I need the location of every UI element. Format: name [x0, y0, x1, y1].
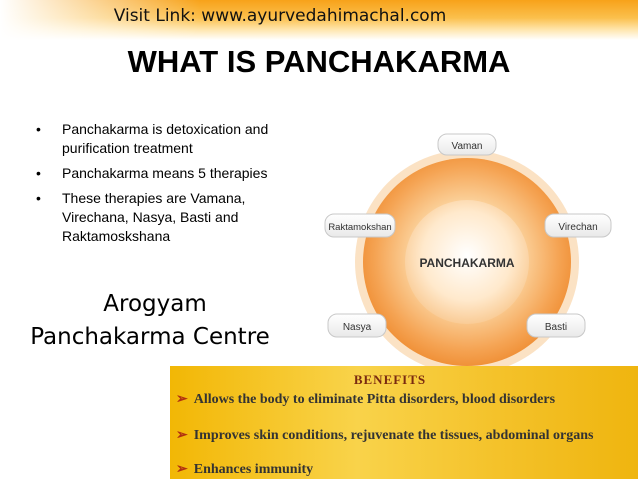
bullet-item: • These therapies are Vamana, Virechana,…: [34, 189, 314, 246]
benefit-text: Allows the body to eliminate Pitta disor…: [193, 392, 556, 407]
top-banner-fade: [0, 0, 200, 40]
inner-disc: [405, 200, 529, 324]
benefit-text: Enhances immunity: [193, 462, 314, 477]
bullet-text: Panchakarma is detoxication and purifica…: [62, 121, 269, 156]
centre-name-line1: Arogyam: [103, 291, 207, 317]
therapy-pill-basti: Basti: [526, 313, 586, 338]
panchakarma-cycle-diagram: PANCHAKARMA Vaman Virechan Basti Nasya R…: [324, 133, 612, 374]
therapy-pill-virechan: Virechan: [544, 213, 612, 238]
benefits-panel: BENEFITS ➢ Allows the body to eliminate P…: [170, 366, 638, 479]
benefit-item: ➢ Allows the body to eliminate Pitta diso…: [176, 392, 636, 407]
therapy-label: Basti: [545, 322, 567, 333]
visit-link[interactable]: Visit Link: www.ayurvedahimachal.com: [113, 6, 447, 26]
benefit-text: Improves skin conditions, rejuvenate the…: [193, 428, 594, 443]
benefits-heading: BENEFITS: [353, 372, 427, 387]
centre-name-line2: Panchakarma Centre: [30, 324, 270, 350]
therapy-label: Raktamokshan: [328, 222, 391, 233]
bullet-list: • Panchakarma is detoxication and purifi…: [34, 120, 314, 252]
therapy-pill-nasya: Nasya: [327, 313, 387, 338]
slide-title: WHAT IS PANCHAKARMA: [127, 44, 511, 79]
therapy-label: Virechan: [558, 222, 597, 233]
benefit-item: ➢ Enhances immunity: [176, 462, 636, 477]
centre-name: Arogyam Panchakarma Centre: [0, 288, 300, 354]
bullet-text: These therapies are Vamana, Virechana, N…: [62, 190, 246, 244]
bullet-text: Panchakarma means 5 therapies: [62, 165, 268, 181]
arrow-bullet-icon: ➢: [176, 428, 188, 443]
bullet-item: • Panchakarma means 5 therapies: [34, 164, 314, 183]
benefit-item: ➢ Improves skin conditions, rejuvenate th…: [176, 428, 636, 443]
bullet-icon: •: [36, 165, 41, 181]
arrow-bullet-icon: ➢: [176, 392, 188, 407]
therapy-pill-vaman: Vaman: [437, 133, 497, 156]
arrow-bullet-icon: ➢: [176, 462, 188, 477]
therapy-label: Nasya: [343, 322, 372, 333]
bullet-icon: •: [36, 121, 41, 137]
therapy-pill-raktamokshan: Raktamokshan: [324, 213, 396, 238]
bullet-icon: •: [36, 190, 41, 206]
therapy-label: Vaman: [452, 141, 483, 152]
bullet-item: • Panchakarma is detoxication and purifi…: [34, 120, 314, 158]
diagram-center-label: PANCHAKARMA: [419, 256, 514, 270]
